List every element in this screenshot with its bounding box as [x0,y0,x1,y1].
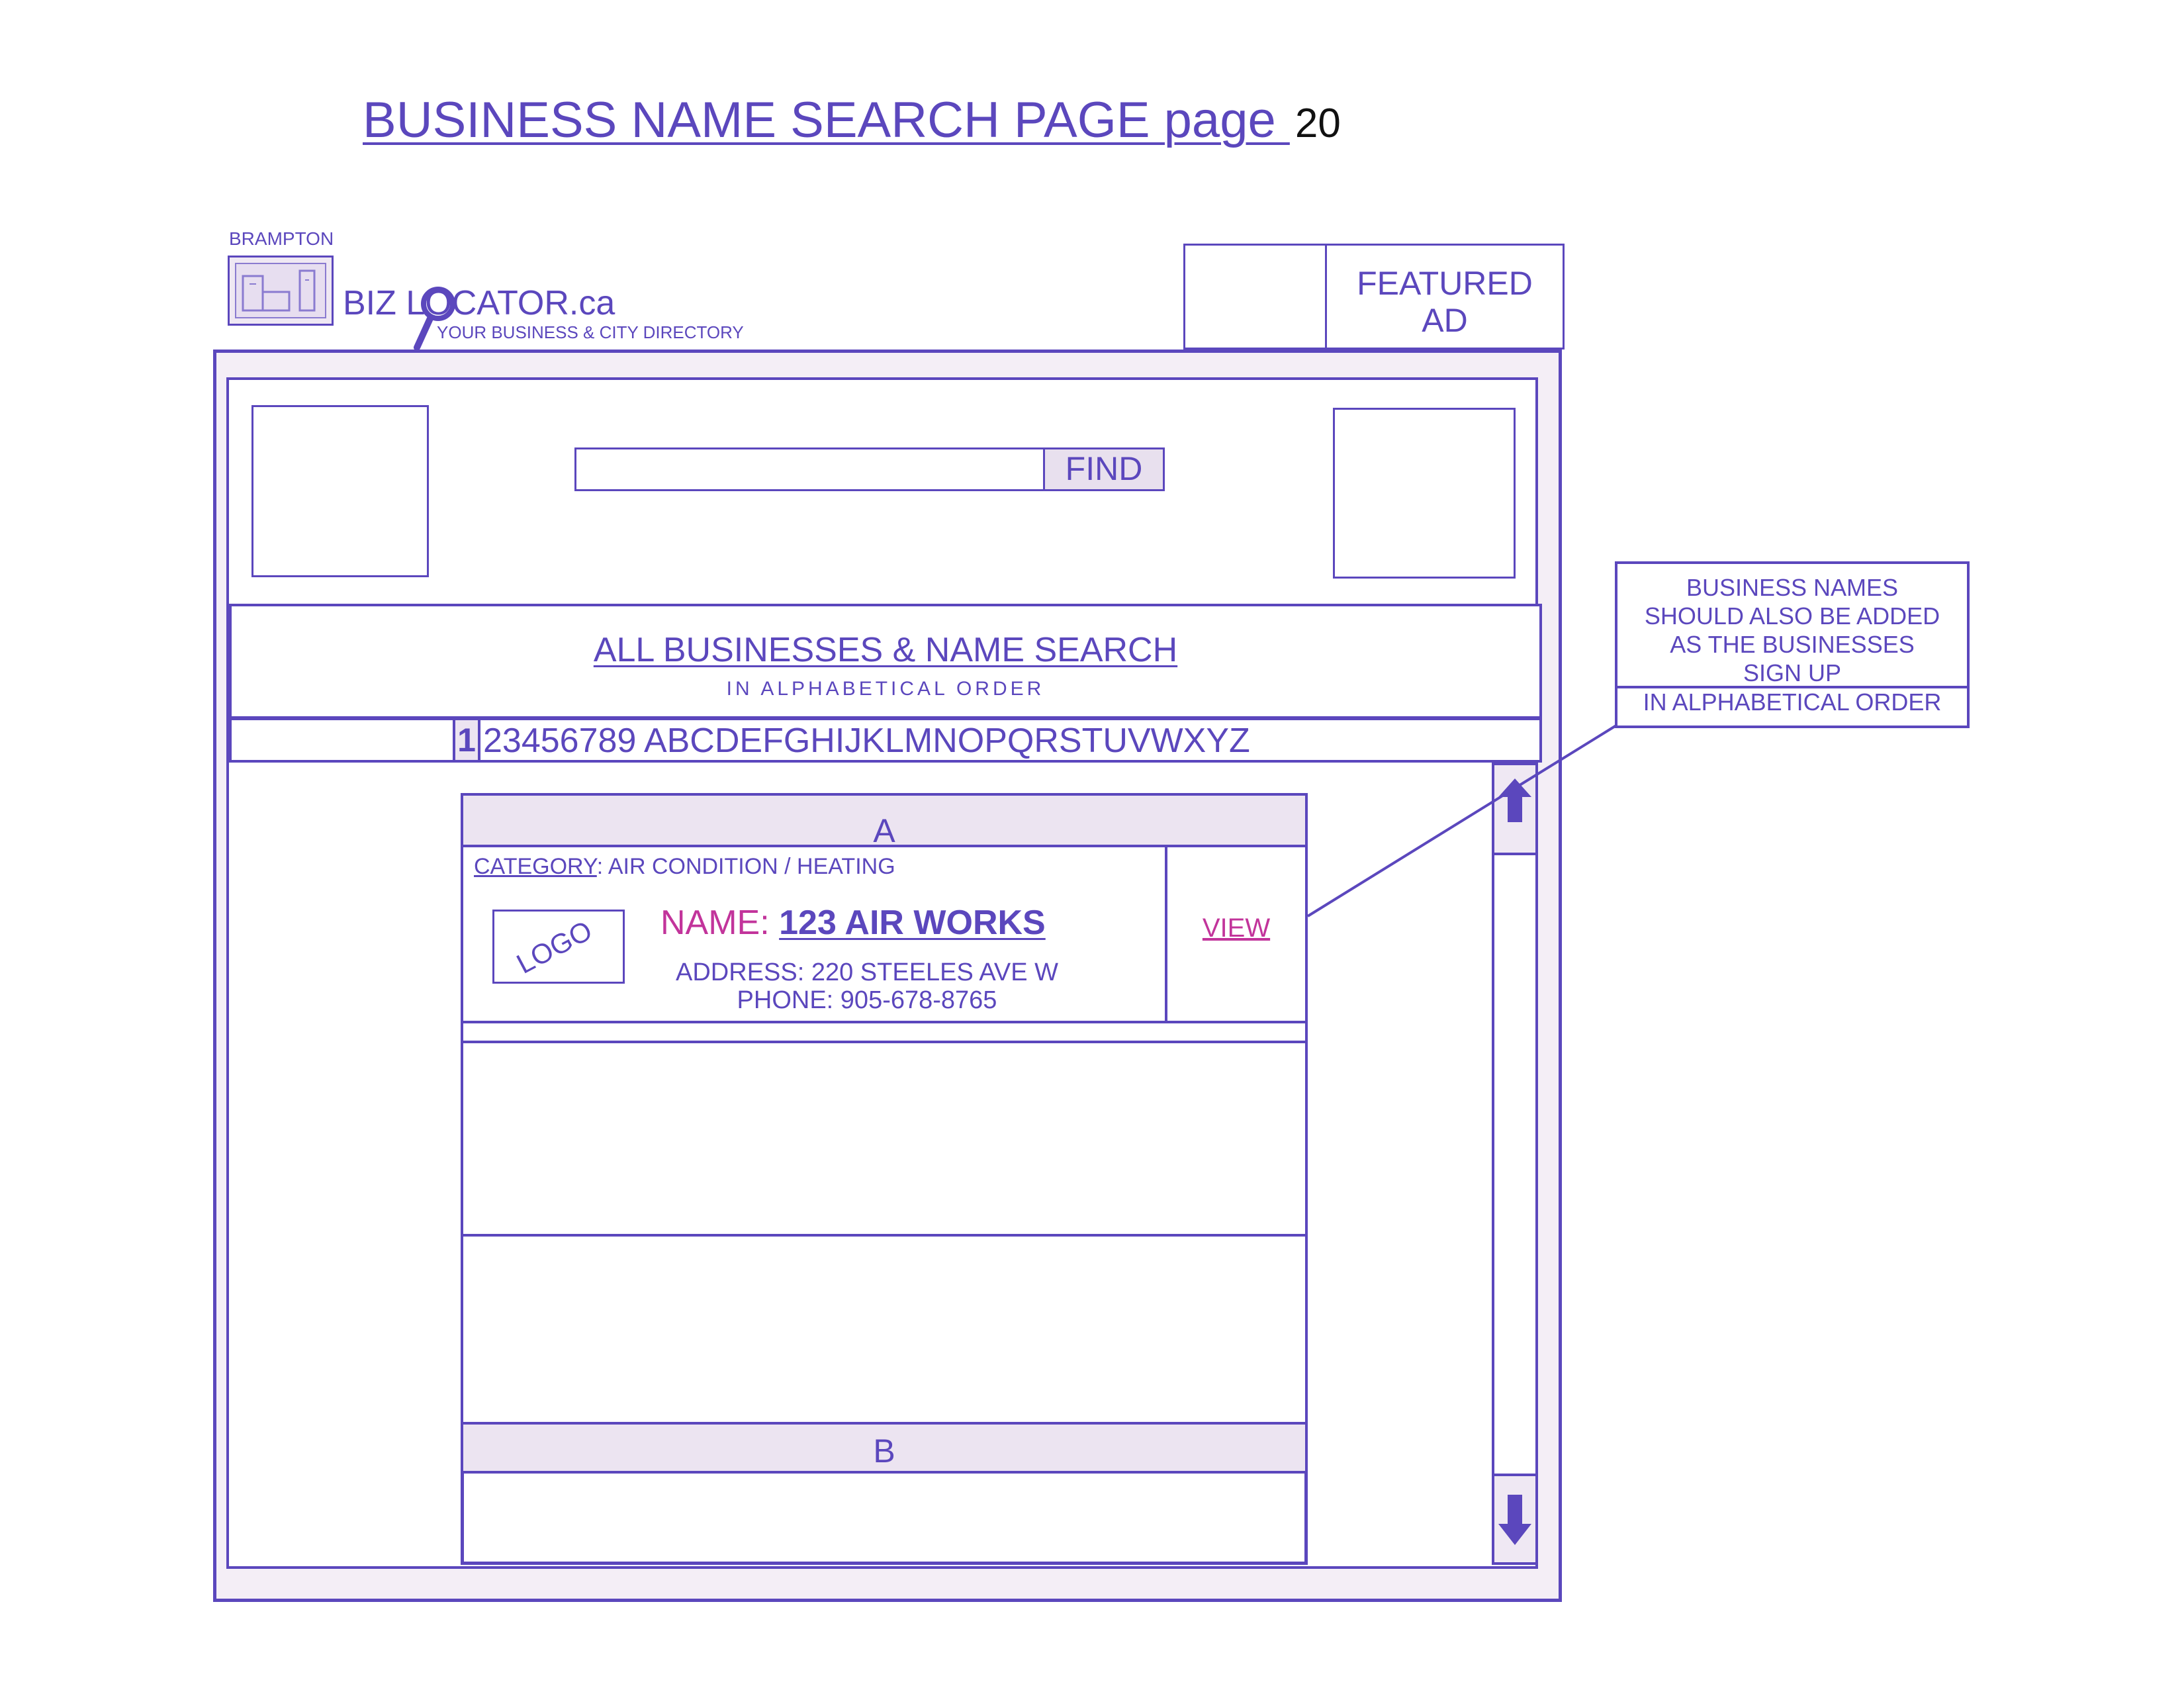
section-title: ALL BUSINESSES & NAME SEARCH [593,631,1178,669]
page-header: BUSINESS NAME SEARCH PAGE page 20 [363,91,1341,164]
business-phone: PHONE: 905-678-8765 [737,986,997,1014]
business-name-label: NAME: [660,904,780,942]
city-label: BRAMPTON [229,228,334,249]
city-skyline-logo[interactable] [228,256,334,326]
business-logo-placeholder: LOGO [492,910,625,984]
annotation-text: BUSINESS NAMES SHOULD ALSO BE ADDED AS T… [1617,573,1967,687]
annotation-footer: IN ALPHABETICAL ORDER [1643,688,1942,716]
empty-listing-slot [463,1237,1305,1422]
scroll-up-button[interactable] [1494,765,1535,855]
arrow-up-icon [1498,778,1531,822]
find-button[interactable]: FIND [1043,447,1165,491]
featured-ad-line2: AD [1422,302,1468,339]
annotation-divider [1615,686,1970,688]
ad-slot-right[interactable] [1333,408,1516,579]
annotation-note [1615,561,1970,728]
featured-ad-line1: FEATURED [1357,265,1533,302]
featured-ad-divider [1325,244,1327,350]
business-name-link[interactable]: 123 AIR WORKS [779,904,1046,942]
category-label: CATEGORY [474,854,597,879]
listing-category: CATEGORY: AIR CONDITION / HEATING [474,854,895,880]
listing-spacer [463,1023,1305,1043]
featured-ad[interactable]: FEATURED AD [1327,265,1563,339]
search-input[interactable] [574,447,1046,491]
section-subtitle: IN ALPHABETICAL ORDER [726,678,1045,700]
arrow-down-icon [1498,1495,1531,1545]
tagline: YOUR BUSINESS & CITY DIRECTORY [437,322,744,342]
magnifier-icon [414,287,455,351]
annotation-line: SIGN UP [1743,659,1842,686]
section-header: ALL BUSINESSES & NAME SEARCH IN ALPHABET… [229,604,1542,719]
page-title: BUSINESS NAME SEARCH PAGE page [363,92,1290,148]
business-address: ADDRESS: 220 STEELES AVE W [676,959,1058,986]
annotation-line: BUSINESS NAMES [1686,574,1899,601]
letter-group-header-a: A [463,796,1305,849]
scroll-down-button[interactable] [1494,1474,1535,1562]
letter-group-header-b: B [463,1422,1305,1474]
listing-divider [1165,847,1167,1022]
featured-ad-frame [1183,244,1565,350]
empty-listing-slot [463,1043,1305,1237]
alphabet-index-selected[interactable]: 1 [453,720,480,760]
annotation-line: SHOULD ALSO BE ADDED [1644,602,1940,630]
scrollbar[interactable] [1492,763,1538,1565]
business-name-row: NAME: 123 AIR WORKS [660,903,1046,943]
category-value: : AIR CONDITION / HEATING [596,854,895,879]
buildings-icon [242,269,316,312]
skyline-icon [235,263,326,318]
alphabet-index-letters[interactable]: 23456789 ABCDEFGHIJKLMNOPQRSTUVWXYZ [483,722,1250,760]
ad-slot-left[interactable] [251,405,429,577]
view-link[interactable]: VIEW [1202,914,1271,943]
page-number: 20 [1295,101,1341,146]
brand-name[interactable]: BIZ LOCATOR.ca [343,284,615,322]
annotation-line: AS THE BUSINESSES [1670,631,1915,658]
logo-placeholder-text: LOGO [511,914,598,980]
